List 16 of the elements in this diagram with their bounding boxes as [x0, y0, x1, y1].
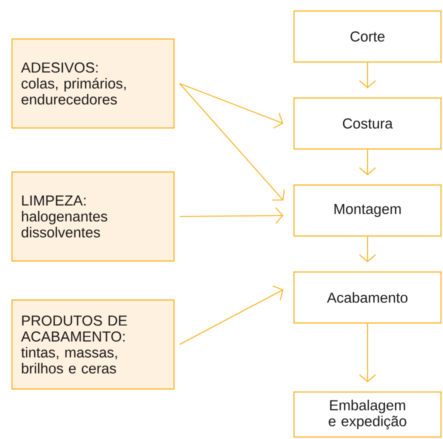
- input-box: PRODUTOS DE ACABAMENTO: tintas, massas, brilhos e ceras: [11, 299, 175, 390]
- process-box: Acabamento: [293, 271, 442, 324]
- process-box: Costura: [293, 97, 442, 150]
- arrow: [359, 324, 376, 382]
- arrow: [179, 82, 284, 129]
- process-box: Embalagem e expedição: [293, 391, 442, 438]
- input-box: ADESIVOS: colas, primários, endurecedores: [11, 38, 175, 129]
- arrow: [359, 236, 376, 262]
- arrow: [179, 83, 285, 201]
- arrow: [359, 62, 376, 88]
- process-box: Montagem: [293, 184, 442, 237]
- arrow: [179, 286, 284, 345]
- process-box: Corte: [293, 10, 442, 63]
- arrow: [359, 150, 376, 176]
- input-box: LIMPEZA: halogenantes dissolventes: [11, 171, 175, 262]
- arrow: [180, 207, 284, 224]
